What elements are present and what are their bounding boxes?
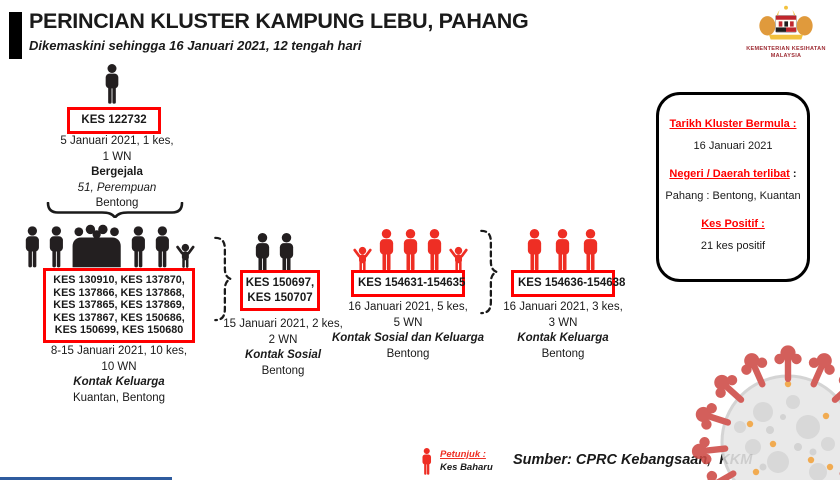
legend-value: Kes Baharu bbox=[440, 461, 493, 473]
case-date: 16 Januari 2021, 5 kes, bbox=[348, 301, 468, 313]
case-nationality: 2 WN bbox=[268, 333, 298, 346]
case-location: Bentong bbox=[541, 347, 585, 360]
panel-section-positive-cases: Kes Positif : 21 kes positif bbox=[659, 217, 807, 253]
kkm-logo-text-line1: KEMENTERIAN KESIHATAN bbox=[746, 46, 826, 52]
kkm-logo: KEMENTERIAN KESIHATAN MALAYSIA bbox=[742, 4, 830, 60]
group-2-cases-info: 15 Januari 2021, 2 kes, 2 WN Kontak Sosi… bbox=[212, 317, 354, 379]
adult-person-icon bbox=[424, 229, 445, 271]
group-3-cases-icons bbox=[524, 229, 601, 271]
case-symptom: Bergejala bbox=[91, 166, 143, 178]
kes-box-group-10: KES 130910, KES 137870, KES 137866, KES … bbox=[43, 268, 195, 343]
adult-person-icon bbox=[22, 226, 43, 268]
child-person-icon bbox=[448, 244, 469, 271]
legend-title: Petunjuk : bbox=[440, 449, 486, 460]
group-5-cases-icons bbox=[352, 229, 469, 271]
adult-person-icon bbox=[552, 229, 573, 271]
case-contact-type: Kontak Keluarga bbox=[73, 376, 165, 388]
case-contact-type: Kontak Keluarga bbox=[517, 332, 609, 344]
panel-title-start-date: Tarikh Kluster Bermula : bbox=[669, 118, 797, 130]
panel-section-districts: Negeri / Daerah terlibat : Pahang : Bent… bbox=[659, 167, 807, 203]
case-nationality: 3 WN bbox=[548, 316, 578, 329]
dashed-brace-icon bbox=[214, 236, 232, 322]
group-5-cases-info: 16 Januari 2021, 5 kes, 5 WN Kontak Sosi… bbox=[328, 300, 488, 362]
kes-box-index: KES 122732 bbox=[67, 107, 161, 134]
group-10-cases-icons bbox=[22, 224, 196, 268]
adult-person-icon bbox=[152, 226, 173, 268]
adult-person-icon bbox=[102, 64, 122, 104]
case-contact-type: Kontak Sosial bbox=[244, 349, 322, 361]
kes-number-line: KES 137866, KES 137868, bbox=[53, 286, 185, 299]
kes-number-line: KES 154631-154635 bbox=[358, 277, 466, 289]
kes-box-group-3: KES 154636-154638 bbox=[511, 270, 626, 297]
case-location: Bentong bbox=[386, 347, 430, 360]
adult-person-icon bbox=[524, 229, 545, 271]
adult-person-icon bbox=[580, 229, 601, 271]
case-nationality: 1 WN bbox=[102, 150, 132, 163]
accent-bar bbox=[9, 12, 22, 59]
panel-title-positive-cases: Kes Positif : bbox=[701, 218, 765, 230]
panel-value-start-date: 16 Januari 2021 bbox=[693, 140, 773, 152]
panel-value-positive-cases: 21 kes positif bbox=[700, 240, 766, 252]
index-case-info: 5 Januari 2021, 1 kes, 1 WN Bergejala 51… bbox=[22, 134, 212, 212]
coronavirus-image bbox=[691, 345, 840, 480]
case-date: 5 Januari 2021, 1 kes, bbox=[60, 135, 174, 147]
kes-number-line: KES 150707 bbox=[247, 291, 313, 304]
cluster-summary-panel: Tarikh Kluster Bermula : 16 Januari 2021… bbox=[656, 92, 810, 282]
adult-person-icon bbox=[420, 448, 434, 475]
adult-person-icon bbox=[128, 226, 149, 268]
case-demographic: 51, Perempuan bbox=[77, 181, 157, 194]
crowd-person-icon bbox=[69, 224, 124, 268]
case-date: 8-15 Januari 2021, 10 kes, bbox=[50, 345, 188, 357]
case-location: Bentong bbox=[95, 197, 139, 209]
case-date: 15 Januari 2021, 2 kes, bbox=[223, 318, 343, 330]
malaysia-coat-of-arms-icon bbox=[759, 5, 813, 40]
panel-value-districts: Pahang : Bentong, Kuantan bbox=[665, 190, 801, 202]
brace-down-icon bbox=[46, 202, 184, 218]
group-3-cases-info: 16 Januari 2021, 3 kes, 3 WN Kontak Kelu… bbox=[495, 300, 631, 362]
kes-number-line: KES 130910, KES 137870, bbox=[53, 274, 185, 286]
child-person-icon bbox=[352, 244, 373, 271]
index-case-icon bbox=[102, 64, 122, 104]
kes-number-line: KES 137867, KES 150686, bbox=[53, 311, 185, 324]
kes-number-line: KES 150697, bbox=[245, 277, 315, 289]
kes-box-group-5: KES 154631-154635 bbox=[351, 270, 465, 297]
kes-number-line: KES 154636-154638 bbox=[518, 277, 626, 289]
page-title: PERINCIAN KLUSTER KAMPUNG LEBU, PAHANG bbox=[29, 9, 529, 33]
case-contact-type: Kontak Sosial dan Keluarga bbox=[331, 332, 485, 344]
kes-number-line: KES 122732 bbox=[81, 114, 147, 126]
group-10-cases-info: 8-15 Januari 2021, 10 kes, 10 WN Kontak … bbox=[20, 344, 218, 406]
group-2-cases-icons bbox=[252, 233, 297, 275]
kes-number-line: KES 137865, KES 137869, bbox=[53, 299, 185, 312]
adult-person-icon bbox=[276, 233, 297, 275]
footer-bar bbox=[0, 477, 172, 480]
panel-section-start-date: Tarikh Kluster Bermula : 16 Januari 2021 bbox=[659, 117, 807, 153]
case-nationality: 5 WN bbox=[393, 316, 423, 329]
page-subtitle: Dikemaskini sehingga 16 Januari 2021, 12… bbox=[29, 38, 362, 53]
adult-person-icon bbox=[46, 226, 67, 268]
kes-number-line: KES 150699, KES 150680 bbox=[54, 324, 184, 337]
case-nationality: 10 WN bbox=[101, 360, 137, 373]
legend: Petunjuk : Kes Baharu bbox=[440, 449, 493, 474]
case-location: Kuantan, Bentong bbox=[72, 391, 166, 404]
dashed-brace-icon bbox=[480, 229, 498, 315]
child-person-icon bbox=[175, 241, 196, 268]
kes-box-group-2: KES 150697, KES 150707 bbox=[240, 270, 320, 311]
case-location: Bentong bbox=[261, 364, 305, 377]
adult-person-icon bbox=[376, 229, 397, 271]
case-date: 16 Januari 2021, 3 kes, bbox=[503, 301, 623, 313]
legend-new-case-icon bbox=[420, 448, 434, 475]
panel-title-districts: Negeri / Daerah terlibat bbox=[669, 168, 790, 180]
adult-person-icon bbox=[252, 233, 273, 275]
kkm-logo-text-line2: MALAYSIA bbox=[770, 53, 802, 59]
adult-person-icon bbox=[400, 229, 421, 271]
